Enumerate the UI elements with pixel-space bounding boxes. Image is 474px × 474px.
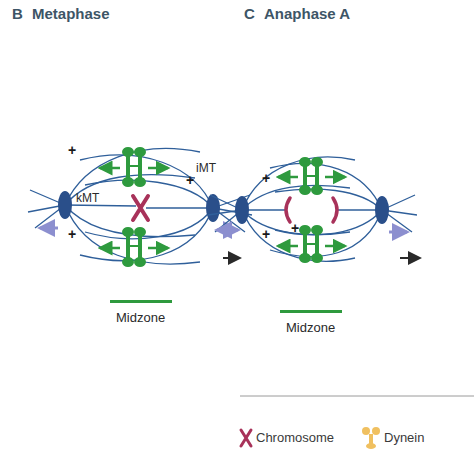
sliding-arrow <box>100 168 168 248</box>
panel-letter: B <box>12 6 23 22</box>
microtubule-label: iMT <box>196 160 216 176</box>
microtubule-label: kMT <box>76 190 99 206</box>
legend-text: Dynein <box>384 430 424 445</box>
spindle-pole <box>235 196 249 224</box>
kinesin-motor <box>301 159 321 261</box>
panel-title: Metaphase <box>32 6 110 22</box>
chromosome <box>133 196 148 220</box>
pole-arrow <box>217 230 407 232</box>
stage-arrow <box>223 257 240 259</box>
sliding-arrow <box>278 177 345 246</box>
chromosome-icon <box>241 430 251 446</box>
region-label: Midzone <box>286 320 335 336</box>
plus-end-sign: + <box>262 170 270 186</box>
midzone-bar <box>280 310 342 313</box>
chromatid <box>286 198 337 222</box>
legend-text: Chromosome <box>256 430 334 445</box>
legend-divider <box>240 396 474 397</box>
stage-arrow <box>400 257 420 259</box>
panel-title: Anaphase A <box>264 6 350 22</box>
dynein-icon <box>362 427 380 449</box>
midzone-bar <box>110 300 172 303</box>
spindle-pole <box>375 196 389 224</box>
plus-end-sign: + <box>68 226 76 242</box>
plus-end-sign: + <box>186 172 194 188</box>
panel-letter: C <box>244 6 255 22</box>
plus-end-sign: + <box>68 142 76 158</box>
plus-end-sign: + <box>262 226 270 242</box>
region-label: Midzone <box>116 310 165 326</box>
spindle-pole <box>58 191 72 219</box>
microtubules-metaphase <box>28 149 252 264</box>
microtubules-anaphase <box>208 157 417 261</box>
plus-end-sign: + <box>291 220 299 236</box>
